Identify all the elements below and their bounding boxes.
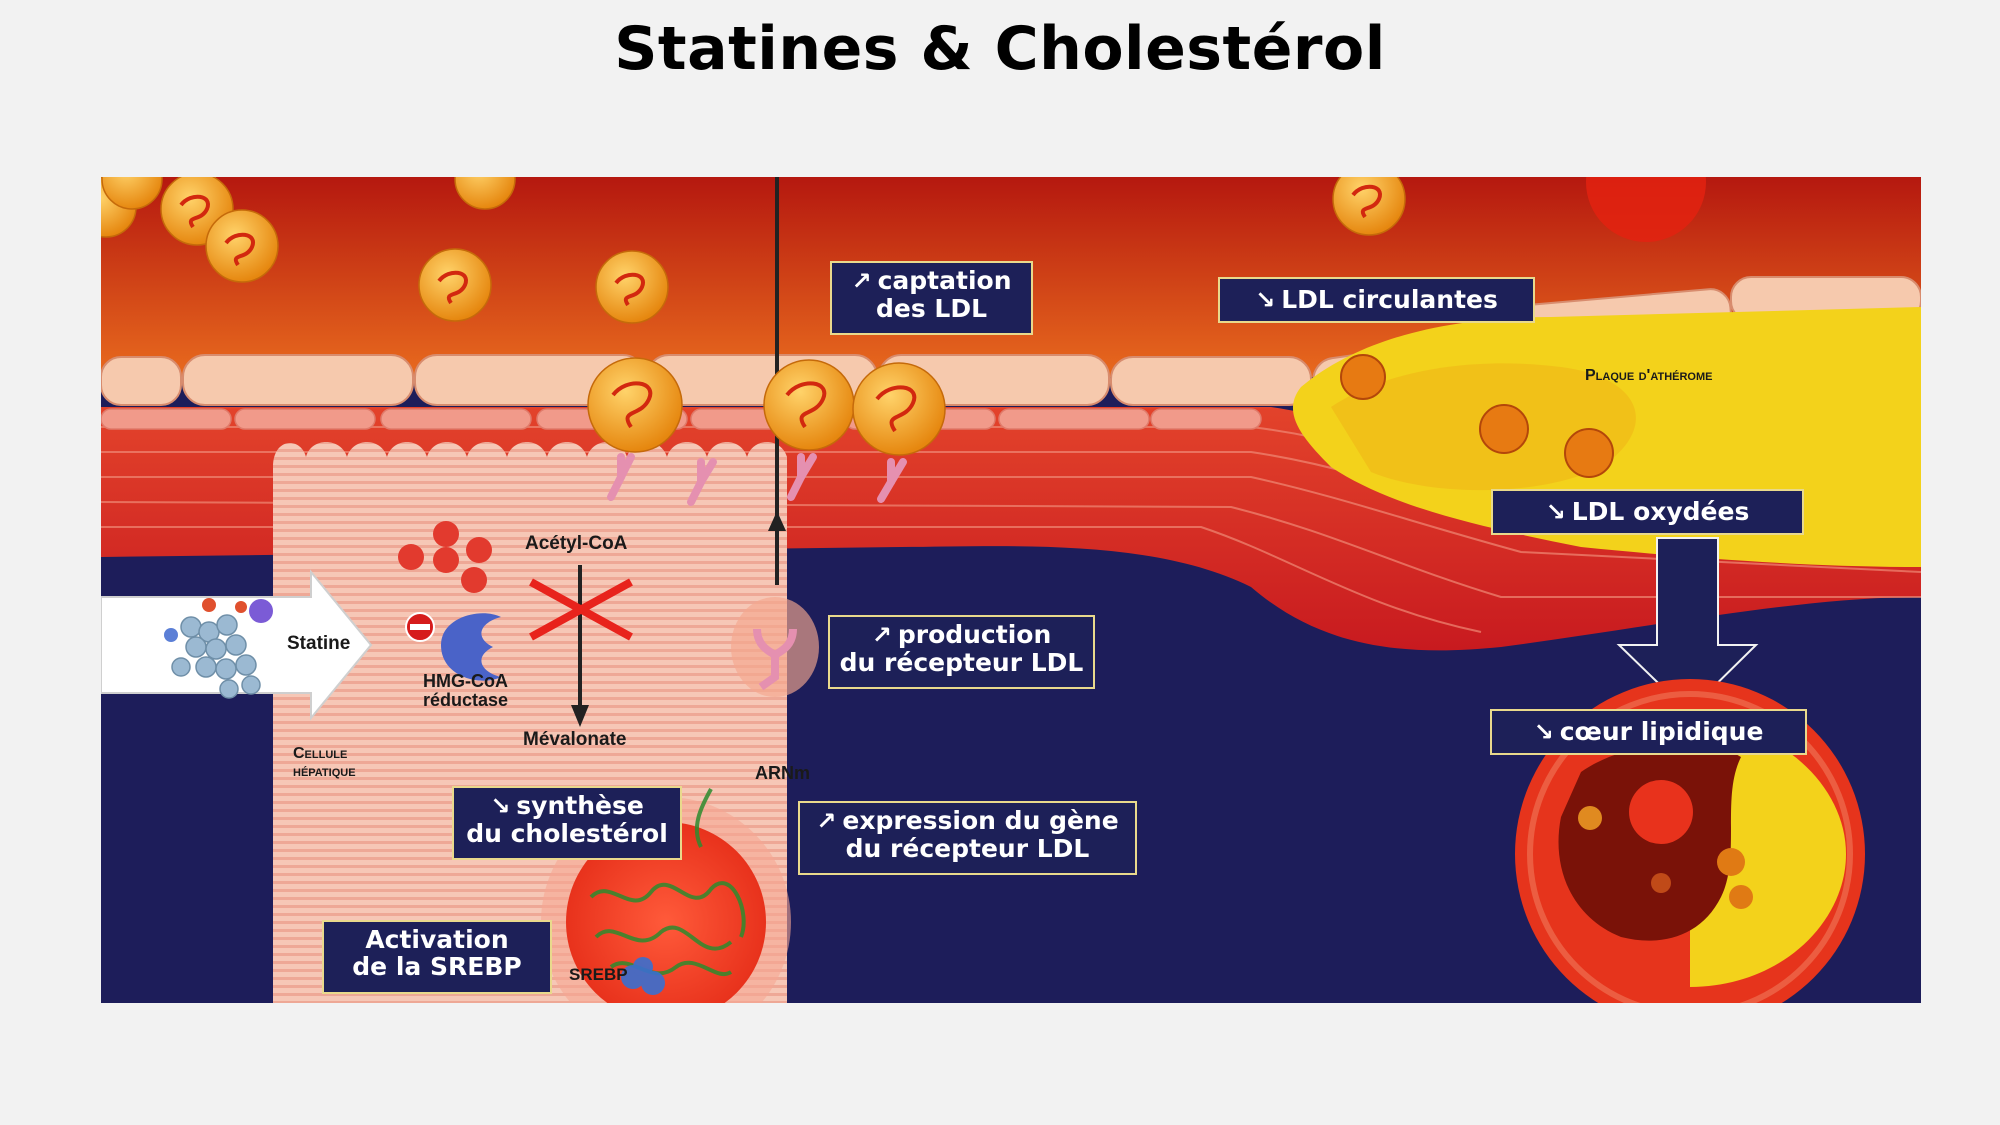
- coeur-lipidique-box: ↘cœur lipidique: [1490, 709, 1807, 755]
- synthese-box: ↘synthèse du cholestérol: [452, 786, 682, 860]
- down-arrow-icon: ↘: [1255, 286, 1276, 314]
- statine-label: Statine: [287, 633, 351, 654]
- illustration-background: [101, 177, 1921, 1003]
- ldl-circulantes-box: ↘LDL circulantes: [1218, 277, 1535, 323]
- up-arrow-icon: ↗: [851, 267, 872, 295]
- captation-box: ↗captation des LDL: [830, 261, 1033, 335]
- expression-box: ↗expression du gène du récepteur LDL: [798, 801, 1137, 875]
- up-arrow-icon: ↗: [871, 621, 892, 649]
- plaque-atherome-label: Plaque d'athérome: [1585, 367, 1713, 384]
- statin-pathway-illustration: ↗captation des LDL ↘LDL circulantes ↗pro…: [101, 177, 1921, 1003]
- mevalonate-label: Mévalonate: [523, 729, 627, 750]
- nucleus: [566, 822, 766, 1003]
- oxidized-down-arrow: [1616, 537, 1759, 714]
- down-arrow-icon: ↘: [1545, 498, 1566, 526]
- cellule-hepatique-label: Cellule hépatique: [293, 745, 356, 780]
- activation-box: Activation de la SREBP: [322, 920, 552, 994]
- ldl-oxydees-box: ↘LDL oxydées: [1491, 489, 1804, 535]
- hmg-coa-label: HMG-CoA réductase: [423, 671, 509, 710]
- srebp-label: SREBP: [569, 965, 628, 984]
- down-arrow-icon: ↘: [490, 792, 511, 820]
- down-arrow-icon: ↘: [1533, 718, 1554, 746]
- production-box: ↗production du récepteur LDL: [828, 615, 1095, 689]
- acetyl-coa-label: Acétyl-CoA: [525, 533, 628, 554]
- up-arrow-icon: ↗: [816, 807, 837, 835]
- arnm-label: ARNm: [755, 763, 811, 783]
- page-title: Statines & Cholestérol: [614, 14, 1386, 84]
